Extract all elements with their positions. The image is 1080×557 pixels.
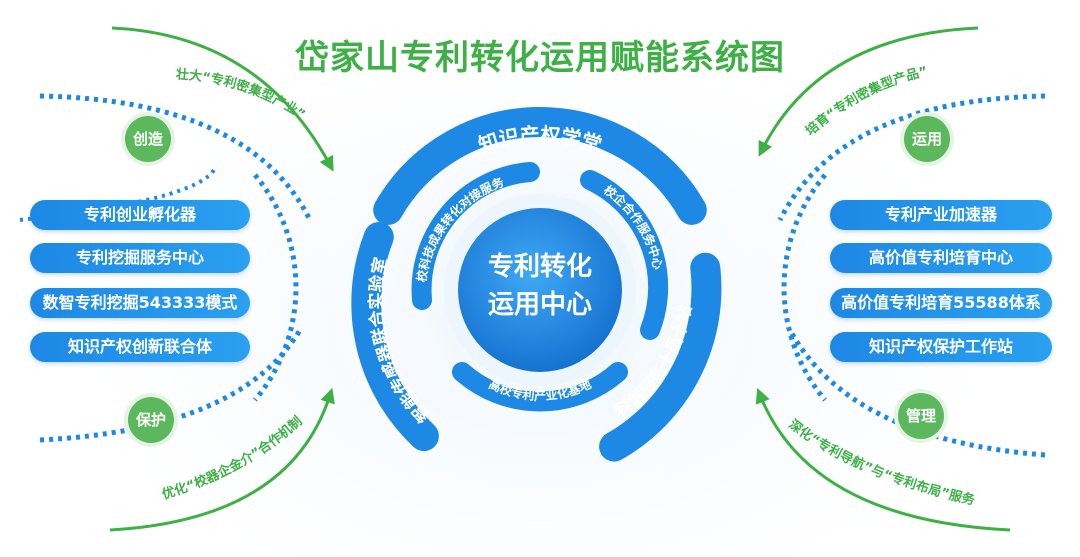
right-item-protection-station: 知识产权保护工作站 bbox=[830, 332, 1052, 362]
left-item-mining-model: 数智专利挖掘543333模式 bbox=[30, 288, 250, 318]
left-item-mining-center: 专利挖掘服务中心 bbox=[30, 243, 250, 273]
left-bottom-green-arc bbox=[109, 387, 335, 532]
badge-protect: 保护 bbox=[128, 397, 174, 443]
left-item-incubator: 专利创业孵化器 bbox=[30, 200, 250, 230]
left-middle-dotted-arc bbox=[253, 173, 299, 402]
right-item-cultivation-system: 高价值专利培育55588体系 bbox=[830, 288, 1052, 318]
right-item-cultivation-center: 高价值专利培育中心 bbox=[830, 243, 1052, 273]
left-bottom-arc-caption: 优化“校器企金介”合作机制 bbox=[160, 413, 305, 503]
center-circle bbox=[458, 208, 622, 372]
center-label: 专利转化 运用中心 bbox=[460, 248, 620, 324]
badge-create: 创造 bbox=[125, 116, 171, 162]
left-bottom-dotted-arc bbox=[39, 328, 303, 443]
outer-ring-left-segment bbox=[351, 222, 439, 452]
right-top-green-arc bbox=[758, 26, 979, 157]
badge-manage: 管理 bbox=[898, 393, 944, 439]
center-label-line1: 专利转化 bbox=[487, 252, 592, 282]
inner-ring-topleft-segment bbox=[411, 162, 540, 310]
right-item-accelerator: 专利产业加速器 bbox=[830, 200, 1052, 230]
badge-apply: 运用 bbox=[904, 116, 950, 162]
right-bottom-green-arc bbox=[755, 388, 1011, 532]
outer-ring-top-segment bbox=[373, 106, 707, 225]
right-bottom-dotted-arc bbox=[787, 328, 1046, 458]
left-top-green-arc bbox=[111, 26, 334, 172]
left-item-innovation-union: 知识产权创新联合体 bbox=[30, 332, 250, 362]
right-top-dotted-arc bbox=[777, 93, 1046, 222]
right-middle-dotted-arc bbox=[781, 173, 827, 402]
outer-ring-right-segment bbox=[599, 252, 722, 462]
inner-ring-right-segment bbox=[580, 170, 669, 340]
inner-ring-bottom-segment bbox=[452, 362, 628, 412]
center-label-line2: 运用中心 bbox=[487, 290, 592, 320]
right-bottom-arc-caption: 深化“专利导航”与“专利布局”服务 bbox=[785, 416, 977, 508]
diagram-title: 岱家山专利转化运用赋能系统图 bbox=[295, 38, 785, 78]
